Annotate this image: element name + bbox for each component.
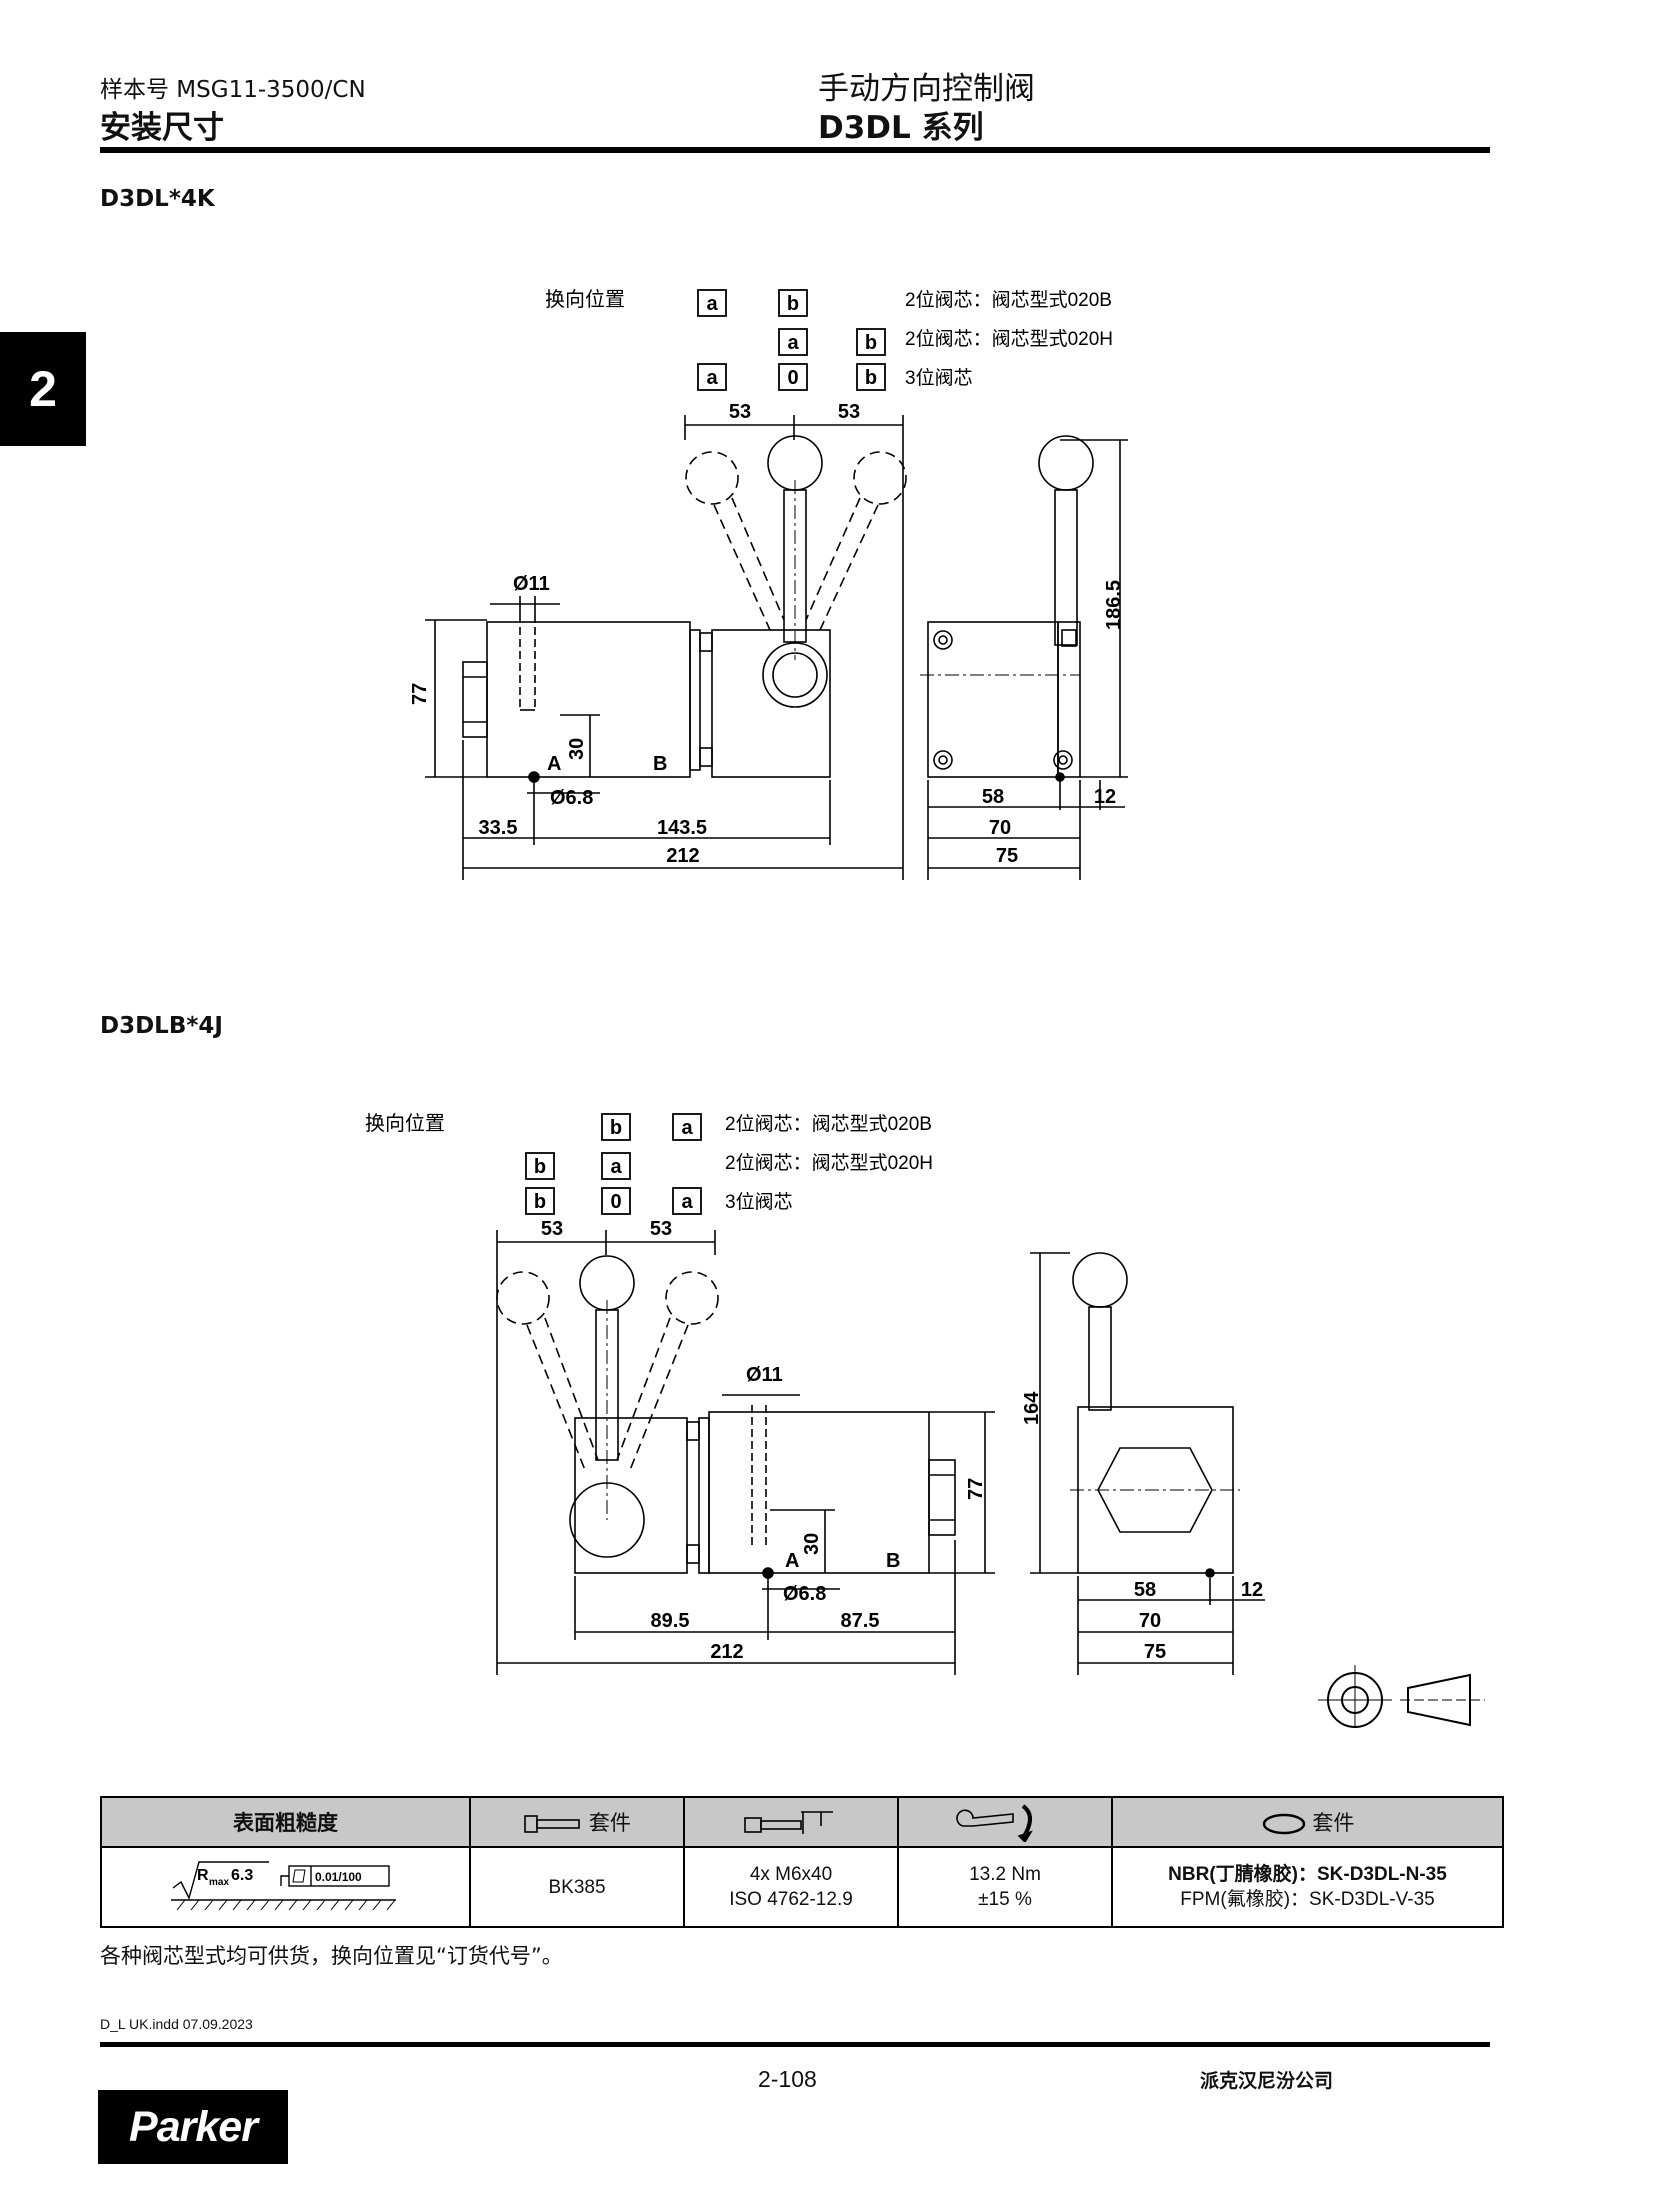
section1-title: D3DL*4K [100, 186, 215, 212]
surface-finish-icon: R max 6.3 0.01/100 [170, 1860, 396, 1910]
box-a: a [706, 293, 718, 315]
projection-symbol-icon [1318, 1665, 1485, 1728]
header-screws [683, 1796, 899, 1848]
footnote: 各种阀芯型式均可供货，换向位置见“订货代号”。 [100, 1944, 563, 1968]
bolt-kit-value: BK385 [469, 1846, 685, 1928]
dim-164: 164 [1021, 1391, 1043, 1425]
company-name: 派克汉尼汾公司 [1200, 2070, 1334, 2092]
seal-kit-label: 套件 [1312, 1812, 1355, 1835]
dim-53: 53 [729, 401, 751, 423]
dim-30: 30 [801, 1533, 823, 1555]
screws-value: 4x M6x40 ISO 4762-12.9 [683, 1846, 899, 1928]
dim-53: 53 [541, 1218, 563, 1240]
bolt-icon [524, 1815, 580, 1834]
dim-77: 77 [965, 1478, 987, 1500]
screw-caliper-icon [744, 1811, 833, 1834]
catalog-number: 样本号 MSG11-3500/CN [100, 77, 366, 103]
box-b: b [610, 1117, 622, 1139]
box-a: a [610, 1156, 622, 1178]
dim-186-5: 186.5 [1103, 580, 1125, 630]
torque-line2: ±15 % [978, 1889, 1032, 1910]
box-0: 0 [610, 1191, 621, 1213]
row-text: 2位阀芯：阀芯型式020B [905, 289, 1112, 311]
dim-70: 70 [989, 817, 1011, 839]
row-text: 2位阀芯：阀芯型式020H [725, 1152, 933, 1174]
header-roughness: 表面粗糙度 [100, 1796, 471, 1848]
dim-d68: Ø6.8 [783, 1583, 826, 1605]
series-title: D3DL 系列 [818, 110, 984, 146]
row-text: 2位阀芯：阀芯型式020H [905, 328, 1113, 350]
dim-89-5: 89.5 [651, 1610, 690, 1632]
svg-text:R: R [197, 1867, 209, 1884]
section2-title: D3DLB*4J [100, 1013, 223, 1039]
header-bolt-kit: 套件 [469, 1796, 685, 1848]
dim-12: 12 [1241, 1579, 1263, 1601]
chapter-tab: 2 [0, 332, 86, 446]
o-ring-icon [1262, 1814, 1305, 1835]
dim-75: 75 [996, 845, 1018, 867]
shift-position-label: 换向位置 [365, 1112, 445, 1135]
seal-nbr: NBR(丁腈橡胶)：SK-D3DL-N-35 [1168, 1864, 1447, 1885]
port-b-label: B [886, 1550, 900, 1572]
box-a: a [681, 1117, 693, 1139]
dim-53: 53 [650, 1218, 672, 1240]
dim-212: 212 [710, 1641, 743, 1663]
header-seal-kit: 套件 [1111, 1796, 1504, 1848]
dim-77: 77 [409, 683, 431, 705]
section-title: 安装尺寸 [100, 110, 224, 146]
footer-rule [100, 2042, 1490, 2047]
seal-kit-value: NBR(丁腈橡胶)：SK-D3DL-N-35 FPM(氟橡胶)：SK-D3DL-… [1111, 1846, 1504, 1928]
file-info: D_L UK.indd 07.09.2023 [100, 2016, 253, 2032]
product-title: 手动方向控制阀 [818, 71, 1035, 107]
dim-33-5: 33.5 [479, 817, 518, 839]
box-b: b [787, 293, 799, 315]
port-a-label: A [547, 753, 561, 775]
box-a: a [681, 1191, 693, 1213]
header-rule [100, 147, 1490, 153]
flatness-value: 0.01/100 [315, 1870, 362, 1884]
box-a: a [706, 367, 718, 389]
dim-58: 58 [1134, 1579, 1156, 1601]
box-b: b [865, 332, 877, 354]
port-b-label: B [653, 753, 667, 775]
row-text: 2位阀芯：阀芯型式020B [725, 1113, 932, 1135]
dim-143-5: 143.5 [657, 817, 707, 839]
dim-58: 58 [982, 786, 1004, 808]
drawing-d3dl-4k: 换向位置 a b a b a 0 b 2位阀芯：阀芯型式020B 2位阀芯：阀芯… [409, 288, 1128, 880]
page-number: 2-108 [758, 2066, 817, 2092]
screws-line2: ISO 4762-12.9 [729, 1889, 853, 1910]
roughness-symbol: R max 6.3 0.01/100 [100, 1846, 471, 1928]
bolt-kit-label: 套件 [588, 1812, 631, 1835]
dim-53: 53 [838, 401, 860, 423]
dim-d11: Ø11 [746, 1364, 783, 1386]
box-b: b [865, 367, 877, 389]
seal-fpm: FPM(氟橡胶)：SK-D3DL-V-35 [1180, 1889, 1435, 1910]
roughness-value: 6.3 [231, 1867, 253, 1884]
parker-logo: Parker [98, 2090, 288, 2164]
wrench-icon [956, 1804, 1033, 1844]
dim-12: 12 [1094, 786, 1116, 808]
torque-line1: 13.2 Nm [969, 1864, 1041, 1885]
dim-75: 75 [1144, 1641, 1166, 1663]
box-b: b [534, 1156, 546, 1178]
dim-30: 30 [566, 738, 588, 760]
shift-position-label: 换向位置 [545, 288, 625, 311]
row-text: 3位阀芯 [725, 1191, 793, 1213]
box-a: a [787, 332, 799, 354]
torque-value: 13.2 Nm ±15 % [897, 1846, 1113, 1928]
dim-87-5: 87.5 [841, 1610, 880, 1632]
dim-d11: Ø11 [513, 573, 550, 595]
spec-table: 表面粗糙度 套件 套件 [100, 1796, 1504, 1928]
row-text: 3位阀芯 [905, 367, 973, 389]
box-b: b [534, 1191, 546, 1213]
drawing-d3dlb-4j: 换向位置 b a b a b 0 a 2位阀芯：阀芯型式020B 2位阀芯：阀芯… [365, 1112, 1485, 1728]
box-0: 0 [787, 367, 798, 389]
dim-d68: Ø6.8 [550, 787, 593, 809]
svg-text:max: max [209, 1877, 229, 1888]
header-torque [897, 1796, 1113, 1848]
dim-212: 212 [666, 845, 699, 867]
port-a-label: A [785, 1550, 799, 1572]
dim-70: 70 [1139, 1610, 1161, 1632]
screws-line1: 4x M6x40 [749, 1864, 833, 1885]
